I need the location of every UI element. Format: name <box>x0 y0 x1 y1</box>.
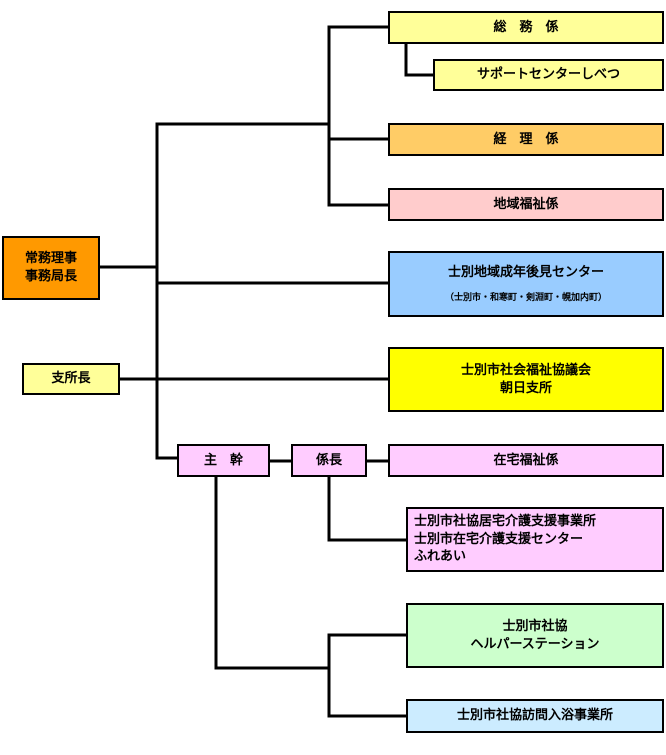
guardianship-center-label: 士別地域成年後見センター <box>447 265 604 281</box>
care-support-office-line2: 士別市在宅介護支援センター <box>414 531 584 547</box>
guardianship-center-box: 士別地域成年後見センター （士別市・和寒町・剣淵町・幌加内町） <box>388 251 664 317</box>
helper-station-line2: ヘルパーステーション <box>470 636 600 652</box>
section-chief-box: 係長 <box>291 444 367 477</box>
executive-box: 常務理事 事務局長 <box>2 236 100 300</box>
general-affairs-label: 総 務 係 <box>493 19 559 35</box>
home-welfare-box: 在宅福祉係 <box>388 444 664 477</box>
helper-station-line1: 士別市社協 <box>502 618 568 634</box>
accounting-box: 経 理 係 <box>388 123 664 156</box>
community-welfare-box: 地域福祉係 <box>388 188 664 221</box>
asahi-branch-line1: 士別市社会福祉協議会 <box>460 362 591 378</box>
care-support-office-line3: ふれあい <box>414 549 467 565</box>
home-welfare-label: 在宅福祉係 <box>493 452 559 468</box>
chief-box: 主 幹 <box>177 444 270 477</box>
executive-line1: 常務理事 <box>24 251 77 267</box>
executive-line2: 事務局長 <box>24 269 77 284</box>
care-support-office-line1: 士別市社協居宅介護支援事業所 <box>414 514 597 530</box>
chief-label: 主 幹 <box>203 452 243 468</box>
asahi-branch-line2: 朝日支所 <box>499 380 552 396</box>
support-center-label: サポートセンターしべつ <box>476 67 620 83</box>
care-support-office-box: 士別市社協居宅介護支援事業所 士別市在宅介護支援センター ふれあい <box>406 507 664 572</box>
bathing-service-box: 士別市社協訪問入浴事業所 <box>406 699 664 733</box>
community-welfare-label: 地域福祉係 <box>493 196 559 212</box>
helper-station-box: 士別市社協 ヘルパーステーション <box>406 603 664 668</box>
guardianship-center-sub: （士別市・和寒町・剣淵町・幌加内町） <box>444 292 607 303</box>
bathing-service-label: 士別市社協訪問入浴事業所 <box>456 708 613 724</box>
branch-manager-box: 支所長 <box>22 363 120 395</box>
accounting-label: 経 理 係 <box>493 131 559 147</box>
section-chief-label: 係長 <box>315 452 342 468</box>
support-center-box: サポートセンターしべつ <box>433 59 664 91</box>
general-affairs-box: 総 務 係 <box>388 11 664 44</box>
branch-manager-label: 支所長 <box>51 371 91 387</box>
asahi-branch-box: 士別市社会福祉協議会 朝日支所 <box>388 347 664 412</box>
